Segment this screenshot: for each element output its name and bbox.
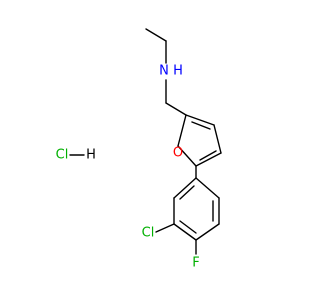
bond-c3-c2 [185, 114, 215, 126]
salt-chlorine: Cl [56, 148, 69, 163]
bond-ph-c6-c1 [195, 177, 220, 199]
amine-nitrogen: N [159, 64, 169, 79]
fluorine-substituent: F [192, 256, 199, 271]
bond-c4-c5-double [199, 150, 217, 161]
bond-ph-c3-c4-double [179, 220, 197, 234]
bond-ph-c4-c5 [195, 223, 220, 241]
bond-ph-c3-c4 [173, 223, 197, 241]
chlorine-substituent: Cl [142, 226, 155, 241]
bond-c5-c4 [195, 152, 222, 167]
furan-oxygen: O [173, 146, 183, 161]
bond-ch3-ch2 [145, 28, 167, 42]
amine-label: N H [159, 64, 183, 79]
bond-c2-o [177, 114, 187, 147]
bond-c2-c3-double [191, 121, 211, 130]
bond-c4-c3 [213, 124, 222, 154]
bond-ph-c1-c2 [173, 177, 197, 199]
chemical-structure: N H O Cl F Cl H [56, 28, 222, 271]
bond-layer [69, 28, 222, 255]
amine-hydrogen: H [173, 64, 183, 79]
bond-c3-cl [155, 223, 175, 233]
bond-ch2-furan [165, 102, 187, 116]
bond-o-c5 [177, 145, 197, 167]
bond-ph-c1-c2-double [179, 185, 195, 200]
salt-hydrogen: H [86, 148, 96, 163]
hydrochloride-salt: Cl H [56, 148, 96, 163]
